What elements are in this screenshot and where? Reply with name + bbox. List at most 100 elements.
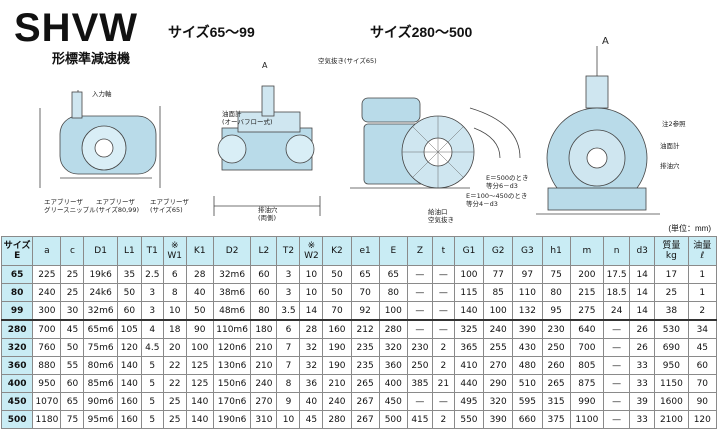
table-cell: 430 xyxy=(512,338,543,357)
table-cell: 50 xyxy=(60,338,85,357)
table-cell: 660 xyxy=(512,410,543,429)
table-cell: 25 xyxy=(60,265,85,284)
table-cell: — xyxy=(603,356,631,375)
table-cell: — xyxy=(406,392,433,411)
label-air-vent: 空気抜き xyxy=(428,215,454,224)
table-cell: 75 xyxy=(60,410,85,429)
table-cell: 510 xyxy=(512,374,543,393)
table-cell: 100 xyxy=(483,301,514,321)
label-oil-gauge: 油面計 xyxy=(222,109,242,118)
table-cell: 385 xyxy=(406,374,433,393)
table-cell: — xyxy=(431,392,455,411)
table-cell: 97 xyxy=(512,265,543,284)
table-cell: 2 xyxy=(687,301,718,321)
column-header: a xyxy=(32,236,62,266)
table-cell: 240 xyxy=(483,319,514,339)
table-cell: 225 xyxy=(32,265,62,284)
table-cell: 415 xyxy=(406,410,433,429)
table-cell: 250 xyxy=(406,356,433,375)
table-cell: 500 xyxy=(378,410,408,429)
table-cell: 36 xyxy=(299,374,324,393)
table-cell: 70 xyxy=(322,301,352,321)
table-cell: 700 xyxy=(32,319,62,339)
table-cell: 115 xyxy=(453,283,485,302)
table-cell: 320 xyxy=(483,392,514,411)
table-cell: 14 xyxy=(629,301,656,321)
label-drain-large: 排油穴 xyxy=(660,161,680,170)
table-cell: 880 xyxy=(32,356,62,375)
table-cell: 255 xyxy=(483,338,514,357)
table-cell: 240 xyxy=(322,392,352,411)
table-cell: 120 xyxy=(687,410,718,429)
table-cell: 760 xyxy=(32,338,62,357)
column-header: h1 xyxy=(541,236,571,266)
column-header: D2 xyxy=(212,236,252,266)
column-header: G1 xyxy=(453,236,485,266)
table-cell: 265 xyxy=(350,374,380,393)
column-header: T2 xyxy=(276,236,301,266)
table-cell: 22 xyxy=(162,356,187,375)
table-cell: 65 xyxy=(378,265,408,284)
table-cell: 34 xyxy=(687,319,718,339)
table-cell: 875 xyxy=(569,374,605,393)
table-cell: 990 xyxy=(569,392,605,411)
table-cell: 390 xyxy=(483,410,514,429)
table-cell: 160 xyxy=(116,392,142,411)
row-size-header: 65 xyxy=(0,265,34,284)
table-cell: 140 xyxy=(116,356,142,375)
table-cell: 32 xyxy=(299,356,324,375)
table-cell: 26 xyxy=(629,319,656,339)
label-note2: 注2参照 xyxy=(662,119,686,128)
label-drain-hole-both: (両側) xyxy=(258,214,276,222)
table-cell: 240 xyxy=(32,283,62,302)
table-cell: 125 xyxy=(185,356,214,375)
table-cell: 7 xyxy=(276,338,301,357)
table-cell: 70 xyxy=(350,283,380,302)
table-cell: 75 xyxy=(541,265,571,284)
table-cell: 440 xyxy=(453,374,485,393)
table-cell: 1 xyxy=(687,265,718,284)
table-cell: 14 xyxy=(299,301,324,321)
model-subtitle: 形標準減速機 xyxy=(52,51,131,66)
table-cell: 60 xyxy=(687,356,718,375)
table-cell: 1150 xyxy=(654,374,689,393)
column-header: ※W1 xyxy=(162,236,187,266)
table-cell: 20 xyxy=(162,338,187,357)
table-cell: 50 xyxy=(322,265,352,284)
table-cell: 410 xyxy=(453,356,485,375)
table-cell: 55 xyxy=(60,356,85,375)
table-cell: 9 xyxy=(276,392,301,411)
table-cell: 200 xyxy=(569,265,605,284)
table-cell: — xyxy=(406,265,433,284)
table-cell: 22 xyxy=(162,374,187,393)
table-cell: 18 xyxy=(162,319,187,339)
table-cell: 80 xyxy=(541,283,571,302)
table-cell: 140 xyxy=(116,374,142,393)
table-cell: 110m6 xyxy=(212,319,252,339)
table-cell: 215 xyxy=(569,283,605,302)
table-cell: 190 xyxy=(322,356,352,375)
label-breather-hole: 空気抜き(サイズ65) xyxy=(318,56,377,65)
table-cell: 105 xyxy=(116,319,142,339)
table-cell: 45 xyxy=(60,319,85,339)
table-cell: 450 xyxy=(378,392,408,411)
table-cell: — xyxy=(603,410,631,429)
table-cell: 24k6 xyxy=(83,283,118,302)
table-cell: 275 xyxy=(569,301,605,321)
column-header: L2 xyxy=(250,236,278,266)
table-cell: 1180 xyxy=(32,410,62,429)
table-cell: 50 xyxy=(116,283,142,302)
label-view-a: A xyxy=(602,36,609,47)
table-cell: 530 xyxy=(654,319,689,339)
table-cell: 235 xyxy=(350,356,380,375)
table-cell: 310 xyxy=(250,410,278,429)
table-cell: 130n6 xyxy=(212,356,252,375)
label-breather-65-size: (サイズ65) xyxy=(150,205,183,214)
table-cell: 1100 xyxy=(569,410,605,429)
